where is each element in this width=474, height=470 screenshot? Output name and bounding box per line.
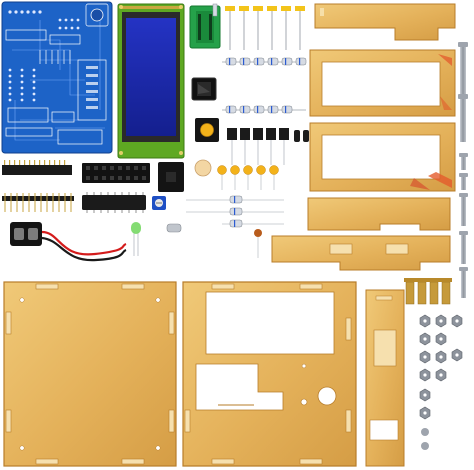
nut-grid: [419, 314, 463, 450]
lcd-pins: [121, 6, 181, 9]
acrylic-strip-top: [314, 3, 456, 41]
acrylic-plate-front: [182, 281, 357, 467]
pcb-button-pad: [90, 8, 104, 22]
ic-chip: [82, 192, 146, 213]
acrylic-strip-mid: [307, 197, 451, 231]
pin-headers: [2, 160, 74, 212]
pcb-pads: [8, 10, 80, 102]
push-button-icon: [195, 118, 219, 142]
acrylic-plate-left: [3, 281, 177, 467]
spacer-icon: [404, 278, 452, 305]
screw-column: [458, 42, 468, 298]
buzzer: [194, 159, 212, 177]
dc-jack: [158, 162, 184, 192]
acrylic-frame-1: [309, 49, 456, 117]
small-parts: [166, 195, 284, 233]
zif-lever: [212, 3, 218, 17]
battery-clip-icon: [10, 222, 127, 262]
lcd-window: [205, 291, 335, 355]
led-icon: [131, 222, 141, 256]
acrylic-strip-lower: [271, 235, 451, 271]
switch-icon: [191, 77, 217, 101]
button-hole: [317, 386, 337, 406]
washer-stack: [421, 428, 429, 450]
acrylic-frame-2: [309, 122, 456, 192]
pcb-window: [195, 363, 284, 411]
transistor-row: [227, 128, 309, 165]
screw-icon: [458, 94, 468, 142]
pcb-silkscreen: [5, 3, 109, 145]
trim-pot: [152, 196, 166, 210]
ic-socket: [82, 163, 150, 183]
lcd-module: [117, 3, 185, 159]
screw-icon: [458, 42, 468, 94]
pcb-board: [1, 1, 113, 154]
acrylic-side-strip: [365, 289, 405, 467]
capacitor-row: [194, 159, 279, 190]
resistor-row-horizontal: [222, 57, 307, 114]
resistor-row-top: [225, 6, 305, 50]
crystal: [166, 223, 182, 233]
zif-socket: [189, 3, 221, 49]
